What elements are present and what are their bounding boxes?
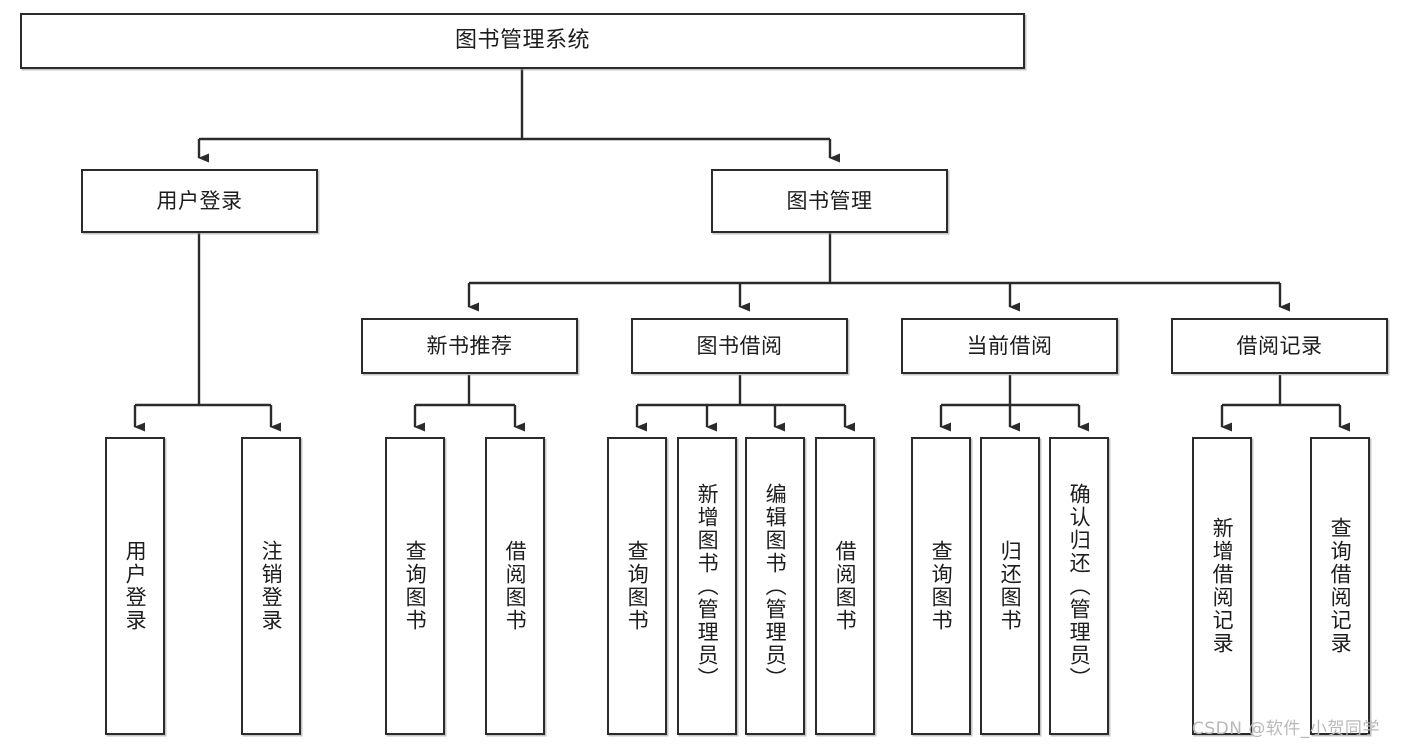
node-borrow-record[interactable]: 借阅记录 bbox=[1171, 318, 1388, 374]
leaf-user-logout-label: 注销登录 bbox=[259, 540, 284, 632]
leaf-borrow-query-book-label: 查询图书 bbox=[625, 540, 650, 632]
leaf-current-confirm-return[interactable]: 确认归还（管理员） bbox=[1049, 437, 1109, 735]
node-book-borrow-label: 图书借阅 bbox=[696, 333, 783, 358]
leaf-record-query-label: 查询借阅记录 bbox=[1328, 517, 1353, 655]
node-book-management-label: 图书管理 bbox=[786, 188, 873, 213]
leaf-current-confirm-return-label: 确认归还（管理员） bbox=[1067, 482, 1092, 690]
leaf-borrow-add-book[interactable]: 新增图书（管理员） bbox=[677, 437, 737, 735]
node-new-book-recommend[interactable]: 新书推荐 bbox=[361, 318, 578, 374]
node-user-login-label: 用户登录 bbox=[156, 188, 243, 213]
node-book-management[interactable]: 图书管理 bbox=[711, 169, 948, 233]
leaf-borrow-query-book[interactable]: 查询图书 bbox=[607, 437, 667, 735]
leaf-current-query-book[interactable]: 查询图书 bbox=[911, 437, 971, 735]
leaf-current-return-book-label: 归还图书 bbox=[998, 540, 1023, 632]
node-book-borrow[interactable]: 图书借阅 bbox=[631, 318, 848, 374]
leaf-borrow-edit-book-label: 编辑图书（管理员） bbox=[763, 482, 788, 690]
leaf-borrow-edit-book[interactable]: 编辑图书（管理员） bbox=[745, 437, 805, 735]
node-new-book-recommend-label: 新书推荐 bbox=[426, 333, 513, 358]
node-current-borrow[interactable]: 当前借阅 bbox=[901, 318, 1118, 374]
node-borrow-record-label: 借阅记录 bbox=[1236, 333, 1323, 358]
leaf-record-add-label: 新增借阅记录 bbox=[1210, 517, 1235, 655]
csdn-watermark: CSDN @软件_小贺同学 bbox=[1192, 719, 1380, 739]
leaf-current-query-book-label: 查询图书 bbox=[929, 540, 954, 632]
node-current-borrow-label: 当前借阅 bbox=[966, 333, 1053, 358]
leaf-record-query[interactable]: 查询借阅记录 bbox=[1310, 437, 1370, 735]
leaf-user-login-label: 用户登录 bbox=[123, 540, 148, 632]
leaf-current-return-book[interactable]: 归还图书 bbox=[980, 437, 1040, 735]
leaf-recommend-query-book-label: 查询图书 bbox=[403, 540, 428, 632]
node-root-system[interactable]: 图书管理系统 bbox=[20, 13, 1025, 69]
node-root-label: 图书管理系统 bbox=[454, 28, 590, 54]
leaf-recommend-borrow-book-label: 借阅图书 bbox=[503, 540, 528, 632]
node-user-login[interactable]: 用户登录 bbox=[81, 169, 318, 233]
leaf-borrow-add-book-label: 新增图书（管理员） bbox=[695, 482, 720, 690]
leaf-user-login[interactable]: 用户登录 bbox=[105, 437, 165, 735]
leaf-borrow-borrow-book[interactable]: 借阅图书 bbox=[815, 437, 875, 735]
leaf-user-logout[interactable]: 注销登录 bbox=[241, 437, 301, 735]
leaf-record-add[interactable]: 新增借阅记录 bbox=[1192, 437, 1252, 735]
leaf-recommend-query-book[interactable]: 查询图书 bbox=[385, 437, 445, 735]
leaf-recommend-borrow-book[interactable]: 借阅图书 bbox=[485, 437, 545, 735]
leaf-borrow-borrow-book-label: 借阅图书 bbox=[833, 540, 858, 632]
